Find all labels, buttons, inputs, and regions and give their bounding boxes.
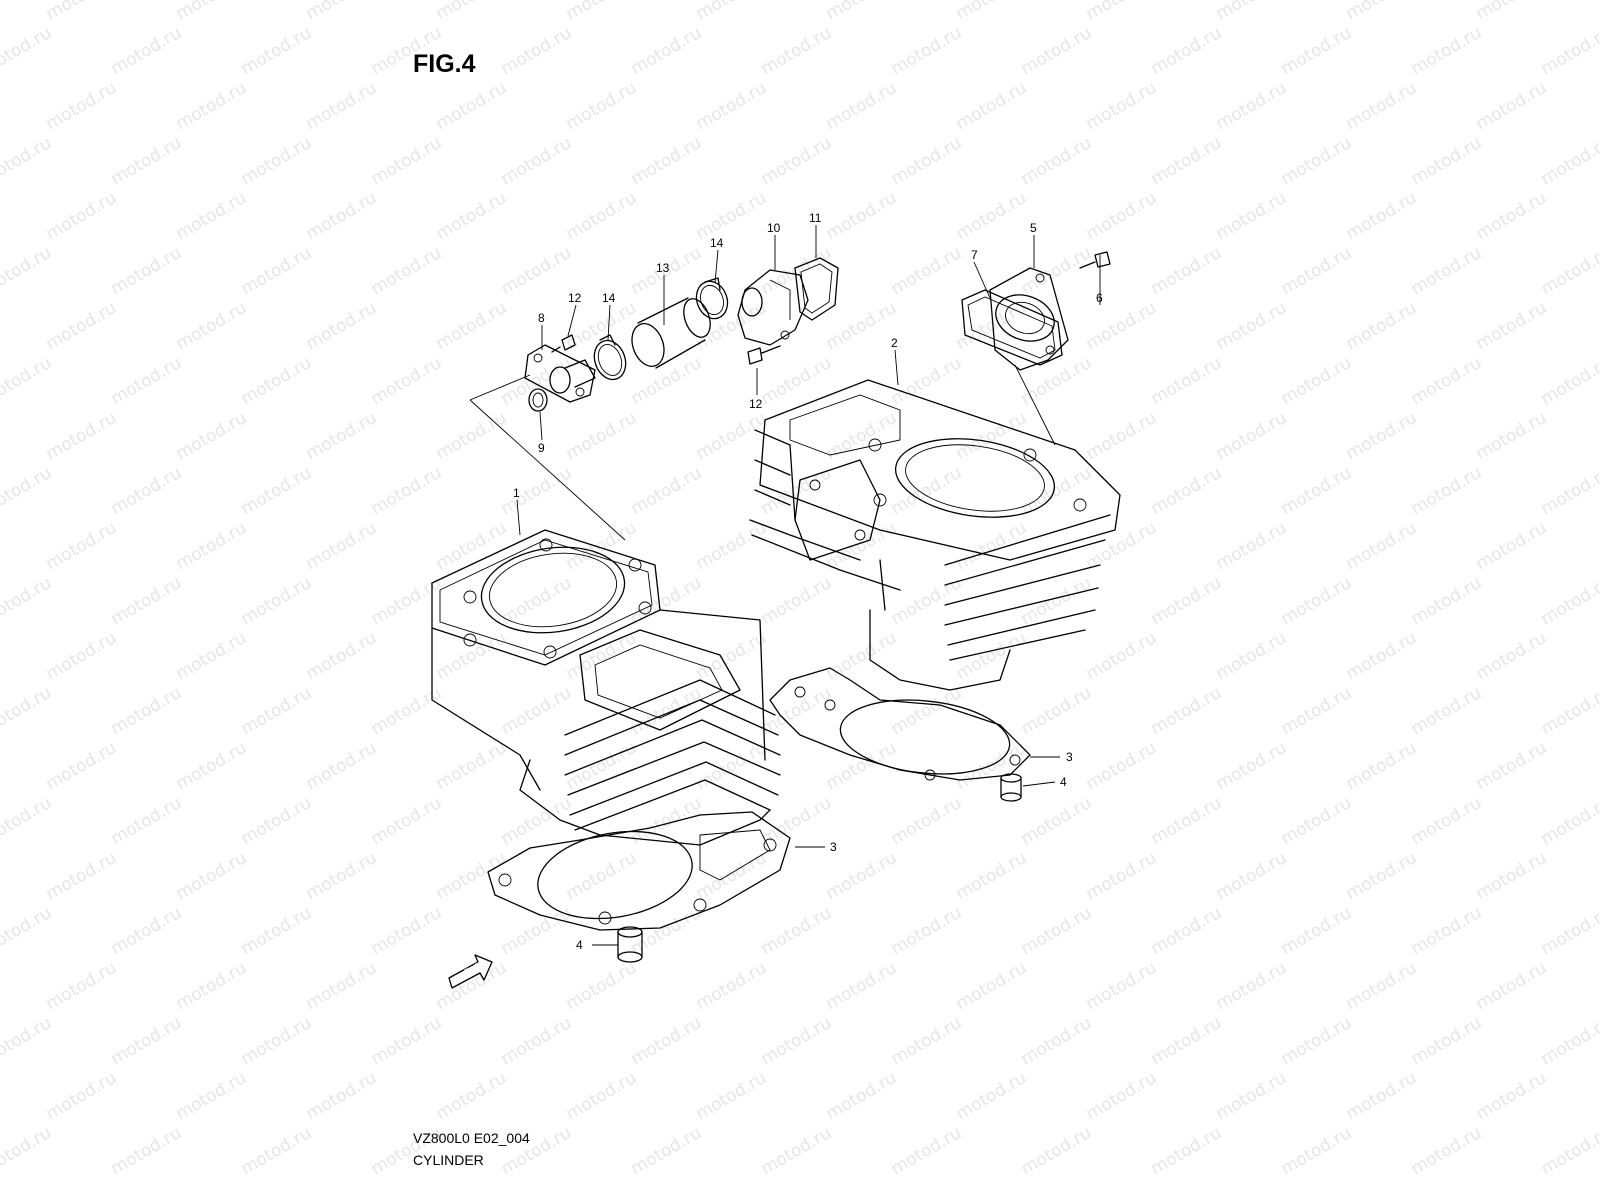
callout-4-front: 4 (576, 938, 583, 952)
callout-14-left: 14 (602, 291, 616, 305)
figure-title: FIG.4 (413, 50, 476, 78)
forward-arrow: FWD (448, 954, 493, 989)
assembly-lines (469, 364, 1056, 541)
hose-clamp-front (593, 334, 627, 381)
front-base-gasket (487, 811, 791, 931)
callout-3-rear: 3 (1066, 750, 1073, 764)
callout-1: 1 (513, 486, 520, 500)
rear-water-fitting (989, 267, 1069, 371)
callout-11: 11 (809, 211, 822, 225)
fitting-gasket (961, 289, 1063, 366)
water-hose (631, 297, 711, 369)
front-cylinder (431, 529, 781, 846)
outlet-gasket (794, 257, 839, 321)
callout-12-lower: 12 (749, 397, 763, 411)
callout-12-upper: 12 (568, 291, 582, 305)
callout-leaders (516, 225, 1101, 946)
callout-9: 9 (538, 441, 545, 455)
water-outlet-elbow (737, 269, 809, 346)
bolt-front-fitting (551, 334, 576, 353)
callout-13: 13 (656, 261, 670, 275)
callout-7: 7 (971, 248, 978, 262)
model-code: VZ800L0 E02_004 (413, 1130, 530, 1146)
callout-4-rear: 4 (1060, 775, 1067, 789)
front-water-fitting (524, 344, 596, 403)
rear-dowel-pin (1000, 773, 1022, 802)
o-ring (528, 388, 548, 412)
callout-6: 6 (1096, 291, 1103, 305)
callout-2: 2 (891, 336, 898, 350)
rear-base-gasket (769, 667, 1031, 781)
callout-3-front: 3 (830, 840, 837, 854)
rear-cylinder (749, 379, 1121, 691)
callout-8: 8 (538, 311, 545, 325)
callout-labels: 1 2 3 3 4 4 5 6 7 8 9 10 11 12 12 13 14 … (513, 211, 1103, 952)
callout-5: 5 (1030, 221, 1037, 235)
bolt-rear-fitting (1079, 251, 1111, 269)
front-dowel-pin (617, 926, 643, 963)
callout-10: 10 (767, 221, 781, 235)
section-name: CYLINDER (413, 1152, 484, 1168)
bolt-outlet (747, 345, 781, 365)
callout-14-right: 14 (710, 236, 724, 250)
